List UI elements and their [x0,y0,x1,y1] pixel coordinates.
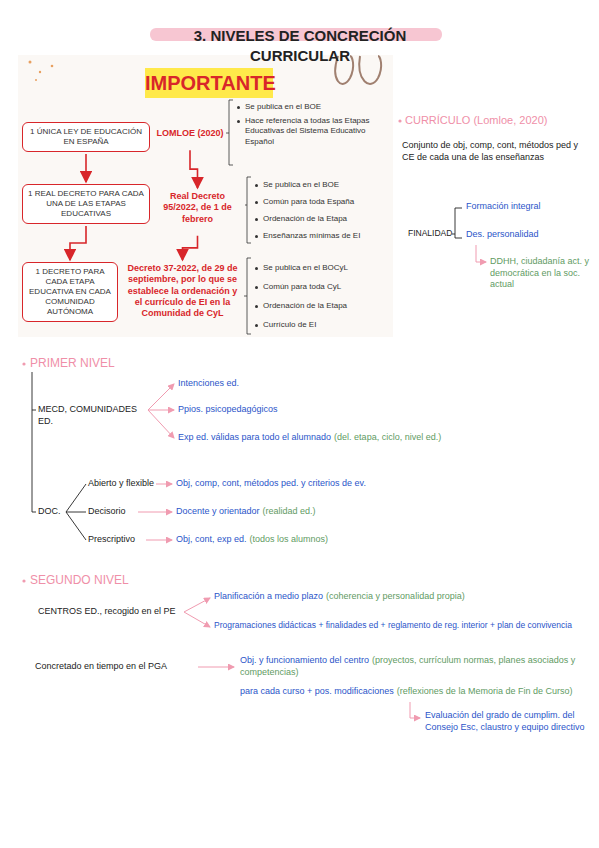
note-line: SEGUNDO NIVEL [30,573,230,589]
note-text: Obj. y funcionamiento del centro [240,655,369,665]
note-text: Formación integral [466,201,541,211]
note-text: Obj, comp, cont, métodos ped. y criterio… [176,478,366,488]
note-text: (todos los alumnos) [250,534,329,544]
note-line: PRIMER NIVEL [30,356,230,372]
node-text: Decreto 37-2022, de 29 de septiembre, po… [123,263,242,319]
bullet-text: Enseñanzas mínimas de EI [255,231,390,241]
note-line: Concretado en tiempo en el PGA [35,661,197,673]
note-text: IMPORTANTE [145,72,276,94]
note-text: Exp ed. válidas para todo el alumnado [178,432,331,442]
node-text: 1 REAL DECRETO PARA CADA UNA DE LAS ETAP… [28,189,144,219]
decree-label: Real Decreto 95/2022, de 1 de febrero [150,190,245,234]
note-line: CURRÍCULO (Lomloe, 2020) [405,113,590,127]
note-text: MECD, COMUNIDADES ED. [38,404,137,426]
note-text: CENTROS ED., recogido en el PE [38,606,176,616]
note-line: Enseñanzas mínimas de EI [255,231,390,241]
handwritten-lines [32,208,462,540]
note-line: Intenciones ed. [178,378,378,390]
bullet-text: Se publica en el BOE [237,102,389,112]
note-line: DOC. [38,506,68,518]
note-line: Ppios. psicopedagógicos [178,404,378,416]
bullet-text: Currículo de EI [255,320,390,330]
title-line: 3. NIVELES DE CONCRECIÓN CURRICULAR [150,26,450,65]
note-line: Obj, comp, cont, métodos ped. y criterio… [176,478,586,490]
screenshot-panel [18,55,393,337]
note-text: Conjunto de obj, comp, cont, métodos ped… [402,140,578,162]
note-text: Evaluación del grado de cumplim. del Con… [425,710,585,732]
note-text: Ppios. psicopedagógicos [178,404,278,414]
note-line: Obj, cont, exp ed.(todos los alumnos) [176,534,586,546]
note-line: Des. personalidad [466,229,586,241]
note-text: DDHH, ciudadanía act. y democrática en l… [490,256,589,289]
bullet-text: Hace referencia a todas las Etapas Educa… [237,116,389,147]
bullet-text: Ordenación de la Etapa [255,214,390,224]
bullet-text: Ordenación de la Etapa [255,301,390,311]
note-line: Planificación a medio plazo(coherencia y… [214,591,592,603]
note-text: Des. personalidad [466,229,539,239]
note-line: Conjunto de obj, comp, cont, métodos ped… [402,140,592,163]
note-line: Se publica en el BOE [255,180,390,190]
note-line: Ordenación de la Etapa [255,214,390,224]
note-line: Docente y orientador(realidad ed.) [176,506,586,518]
note-line: Abierto y flexible [88,478,158,490]
note-text: (del. etapa, ciclo, nivel ed.) [334,432,441,442]
note-text: Docente y orientador [176,506,260,516]
note-text: PRIMER NIVEL [30,356,115,370]
note-line: Se publica en el BOCyL [255,263,390,273]
level-box: 1 DECRETO PARA CADA ETAPA EDUCATIVA EN C… [22,262,118,322]
note-text: FINALIDAD [408,228,452,238]
note-text: (reflexiones de la Memoria de Fin de Cur… [397,686,573,696]
note-line: Decisorio [88,506,138,518]
note-text: para cada curso + pos. modificaciones [240,686,394,696]
note-text: Prescriptivo [88,534,135,544]
node-text: LOMLOE (2020) [155,128,225,139]
down-arrow [85,154,87,182]
node-text: 1 ÚNICA LEY DE EDUCACIÓN EN ESPAÑA [28,127,144,147]
note-text: (coherencia y personalidad propia) [326,591,465,601]
note-line: Hace referencia a todas las Etapas Educa… [237,116,389,147]
note-text: CURRÍCULO (Lomloe, 2020) [405,114,547,126]
note-text: DOC. [38,506,61,516]
note-text: Concretado en tiempo en el PGA [35,661,167,671]
note-text: Planificación a medio plazo [214,591,323,601]
note-line: Común para toda España [255,197,390,207]
level-box: 1 ÚNICA LEY DE EDUCACIÓN EN ESPAÑA [22,122,150,152]
note-line: DDHH, ciudadanía act. y democrática en l… [490,256,594,291]
note-text: Obj, cont, exp ed. [176,534,247,544]
note-line: IMPORTANTE [145,68,273,98]
node-text: 1 DECRETO PARA CADA ETAPA EDUCATIVA EN C… [28,267,112,317]
note-text: SEGUNDO NIVEL [30,573,129,587]
note-text: (realidad ed.) [263,506,316,516]
note-line: CENTROS ED., recogido en el PE [38,606,184,618]
note-text: Programaciones didácticas + finalidades … [214,620,572,630]
note-line: Exp ed. válidas para todo el alumnado(de… [178,432,588,444]
note-text: Decisorio [88,506,126,516]
note-line: Formación integral [466,201,586,213]
note-line: Evaluación del grado de cumplim. del Con… [425,710,585,733]
down-arrow [190,150,198,188]
node-text: Real Decreto 95/2022, de 1 de febrero [152,191,243,225]
note-line: Obj. y funcionamiento del centro(proyect… [240,655,592,678]
title: 3. NIVELES DE CONCRECIÓN CURRICULAR [194,27,407,64]
note-line: Prescriptivo [88,534,146,546]
bullet-text: Se publica en el BOE [255,180,390,190]
down-arrow [70,226,86,260]
bullet-text: Se publica en el BOCyL [255,263,390,273]
note-line: Común para toda CyL [255,282,390,292]
note-text: Intenciones ed. [178,378,239,388]
decree-label: Decreto 37-2022, de 29 de septiembre, po… [121,262,244,328]
note-line: Programaciones didácticas + finalidades … [214,620,592,631]
note-line: Currículo de EI [255,320,390,330]
note-line: Se publica en el BOE [237,102,389,112]
note-text: Abierto y flexible [88,478,154,488]
note-line: FINALIDAD [408,228,454,239]
note-line: Ordenación de la Etapa [255,301,390,311]
note-line: para cada curso + pos. modificaciones(re… [240,686,592,698]
down-arrow [183,236,198,260]
note-line: MECD, COMUNIDADES ED. [38,404,148,427]
decree-label: LOMLOE (2020) [153,127,227,148]
level-box: 1 REAL DECRETO PARA CADA UNA DE LAS ETAP… [22,184,150,224]
bullet-text: Común para toda CyL [255,282,390,292]
bullet-text: Común para toda España [255,197,390,207]
